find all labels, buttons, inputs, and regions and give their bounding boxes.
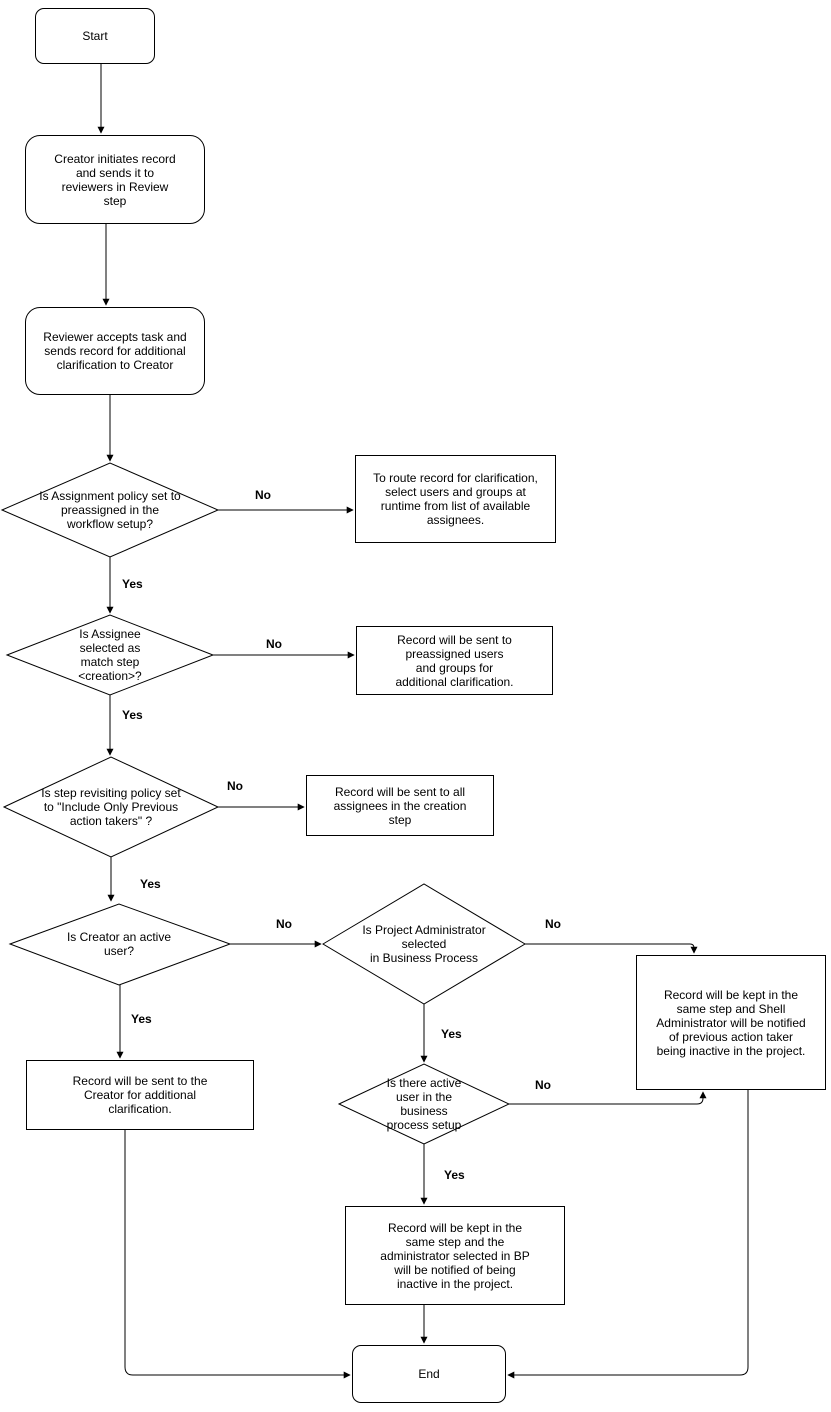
edge-label-revisiting-policy-yes: Yes (140, 877, 161, 891)
edge-label-active-user-bp-yes: Yes (444, 1168, 465, 1182)
edge-label-assignee-match-yes: Yes (122, 708, 143, 722)
edge-label-revisiting-policy-no: No (227, 779, 243, 793)
node-bp-admin: Record will be kept in the same step and… (345, 1206, 565, 1305)
node-preassigned-users: Record will be sent to preassigned users… (356, 626, 553, 695)
node-start: Start (35, 8, 155, 64)
decision-assignee-match-label: Is Assignee selected as match step <crea… (78, 627, 142, 683)
edge-label-project-admin-yes: Yes (441, 1027, 462, 1041)
node-preassigned-users-label: Record will be sent to preassigned users… (395, 632, 514, 689)
decision-active-user-bp-label: Is there active user in the business pro… (386, 1076, 462, 1132)
edge-label-active-user-bp-no: No (535, 1078, 551, 1092)
edge-label-assignee-match-no: No (266, 637, 282, 651)
node-bp-admin-label: Record will be kept in the same step and… (380, 1220, 530, 1291)
node-reviewer-accepts: Reviewer accepts task and sends record f… (25, 307, 205, 395)
node-route-runtime: To route record for clarification, selec… (355, 455, 556, 543)
node-start-label: Start (82, 29, 108, 43)
node-all-assignees-label: Record will be sent to all assignees in … (333, 784, 467, 827)
node-all-assignees: Record will be sent to all assignees in … (306, 775, 494, 836)
decision-project-admin-label: Is Project Administrator selected in Bus… (362, 923, 486, 965)
node-shell-admin: Record will be kept in the same step and… (636, 955, 826, 1090)
node-sent-to-creator-label: Record will be sent to the Creator for a… (72, 1074, 208, 1116)
edge-label-assignment-policy-yes: Yes (122, 577, 143, 591)
node-shell-admin-label: Record will be kept in the same step and… (656, 987, 806, 1058)
edge-project-admin-no (525, 943, 698, 954)
edge-label-creator-active-yes: Yes (131, 1012, 152, 1026)
edge-label-assignment-policy-no: No (255, 488, 271, 502)
node-sent-to-creator: Record will be sent to the Creator for a… (26, 1060, 254, 1130)
node-reviewer-accepts-label: Reviewer accepts task and sends record f… (43, 330, 187, 372)
decision-revisiting-policy-label: Is step revisiting policy set to "Includ… (41, 786, 181, 828)
edge-label-creator-active-no: No (276, 917, 292, 931)
node-end-label: End (418, 1367, 440, 1381)
edge-active-user-bp-no (509, 1091, 707, 1105)
edge-sent-to-creator-to-end (124, 1130, 351, 1379)
edge-label-project-admin-no: No (545, 917, 561, 931)
decision-assignment-policy-label: Is Assignment policy set to preassigned … (39, 489, 181, 531)
decision-creator-active-label: Is Creator an active user? (66, 930, 172, 958)
node-route-runtime-label: To route record for clarification, selec… (373, 471, 538, 527)
node-creator-initiates: Creator initiates record and sends it to… (25, 135, 205, 224)
edge-shell-admin-to-end (507, 1090, 749, 1379)
node-end: End (352, 1345, 506, 1403)
node-creator-initiates-label: Creator initiates record and sends it to… (54, 151, 176, 208)
